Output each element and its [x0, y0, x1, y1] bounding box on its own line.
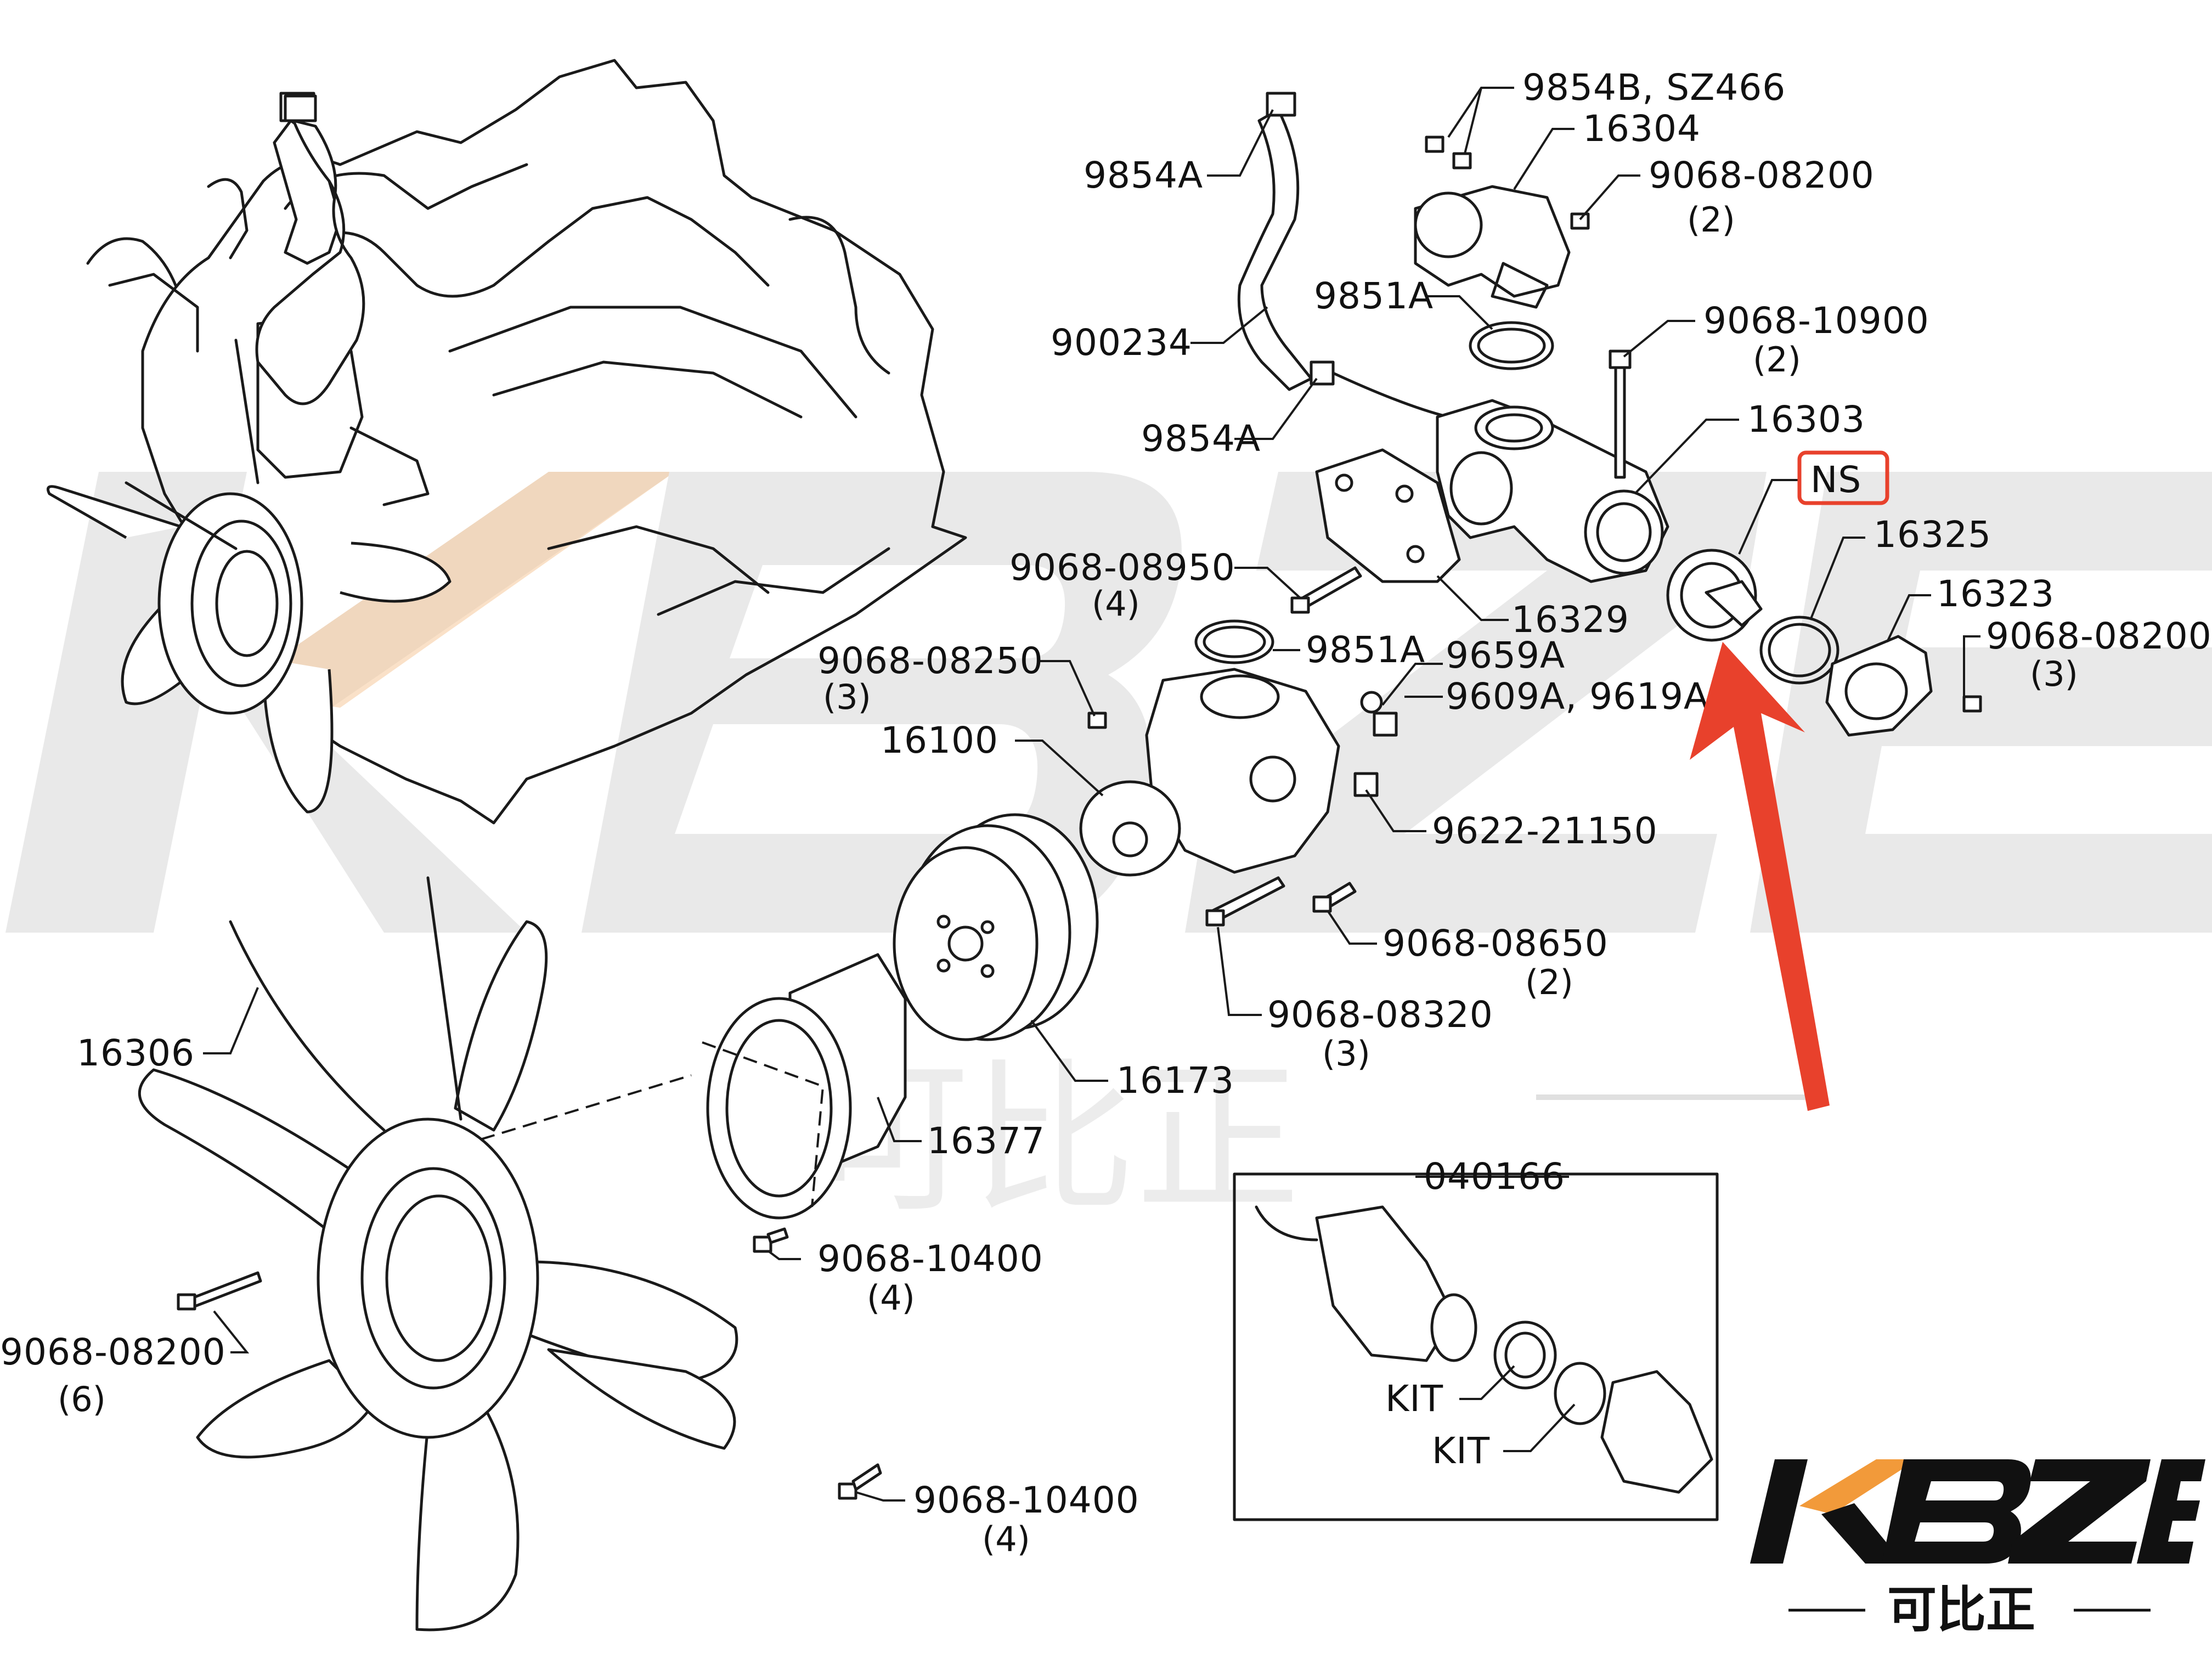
- label-9854b: 9854B, SZ466: [1522, 66, 1786, 109]
- label-9854a-top: 9854A: [1084, 154, 1203, 196]
- label-9851a-mid: 9851A: [1306, 629, 1425, 671]
- kit-box: [1233, 1172, 1719, 1521]
- logo-chinese: 可比正: [1887, 1581, 2035, 1639]
- kbze-logo: 可比正: [1750, 1459, 2205, 1639]
- water-pump-drawing: [1079, 619, 1398, 927]
- label-16323: 16323: [1937, 573, 2055, 615]
- pulley-fan-drawing: [138, 813, 1099, 1632]
- label-9068-10900: 9068-10900: [1703, 300, 1929, 342]
- label-kit-a: KIT: [1385, 1378, 1443, 1420]
- label-9068-08250: 9068-08250: [817, 640, 1043, 682]
- label-9068-08200-c: 9068-08200: [0, 1331, 226, 1373]
- qty-9068-08650: (2): [1525, 962, 1573, 1002]
- label-16377: 16377: [927, 1120, 1045, 1162]
- label-16303: 16303: [1747, 398, 1865, 441]
- water-outlet-assembly: [255, 92, 1669, 614]
- qty-9068-08950: (4): [1092, 584, 1140, 624]
- label-9068-08320: 9068-08320: [1267, 994, 1493, 1036]
- label-9068-08650: 9068-08650: [1383, 922, 1609, 964]
- qty-9068-08200-b: (3): [2030, 654, 2078, 694]
- label-900234: 900234: [1051, 321, 1192, 364]
- label-16325: 16325: [1874, 514, 1991, 556]
- label-9622-21150: 9622-21150: [1432, 810, 1658, 852]
- qty-9068-10400-a: (4): [867, 1278, 915, 1318]
- label-ns: NS: [1810, 459, 1861, 501]
- label-9854a-mid: 9854A: [1141, 417, 1261, 460]
- label-9068-08200-a: 9068-08200: [1649, 154, 1875, 196]
- leader-lines: [203, 87, 1980, 1502]
- label-16173: 16173: [1116, 1059, 1234, 1102]
- qty-9068-08250: (3): [823, 677, 871, 717]
- label-16329: 16329: [1511, 599, 1629, 641]
- label-9851a-top: 9851A: [1314, 275, 1434, 317]
- label-16306: 16306: [77, 1032, 195, 1074]
- qty-9068-08200-c: (6): [58, 1379, 106, 1419]
- qty-9068-10900: (2): [1753, 340, 1801, 380]
- qty-9068-10400-b: (4): [982, 1519, 1030, 1559]
- label-9068-10400-b: 9068-10400: [913, 1479, 1139, 1521]
- label-040166: 040166: [1424, 1155, 1565, 1198]
- label-16304: 16304: [1583, 108, 1701, 150]
- qty-9068-08200-a: (2): [1687, 200, 1735, 240]
- label-kit-b: KIT: [1432, 1430, 1490, 1472]
- label-9068-10400-a: 9068-10400: [817, 1238, 1043, 1280]
- label-9068-08950: 9068-08950: [1009, 546, 1235, 589]
- thermostat-assembly: [1666, 549, 1982, 737]
- qty-9068-08320: (3): [1322, 1034, 1370, 1074]
- label-9609a: 9609A, 9619A: [1446, 675, 1709, 718]
- red-pointer-arrow: [1690, 642, 1830, 1111]
- label-9659a: 9659A: [1446, 634, 1565, 676]
- part-labels: 9854B, SZ466 16304 9068-08200 (2) 9854A …: [0, 66, 2212, 1559]
- ns-highlight: NS: [1797, 450, 1889, 505]
- label-9068-08200-b: 9068-08200: [1986, 615, 2212, 657]
- label-16100: 16100: [881, 719, 998, 761]
